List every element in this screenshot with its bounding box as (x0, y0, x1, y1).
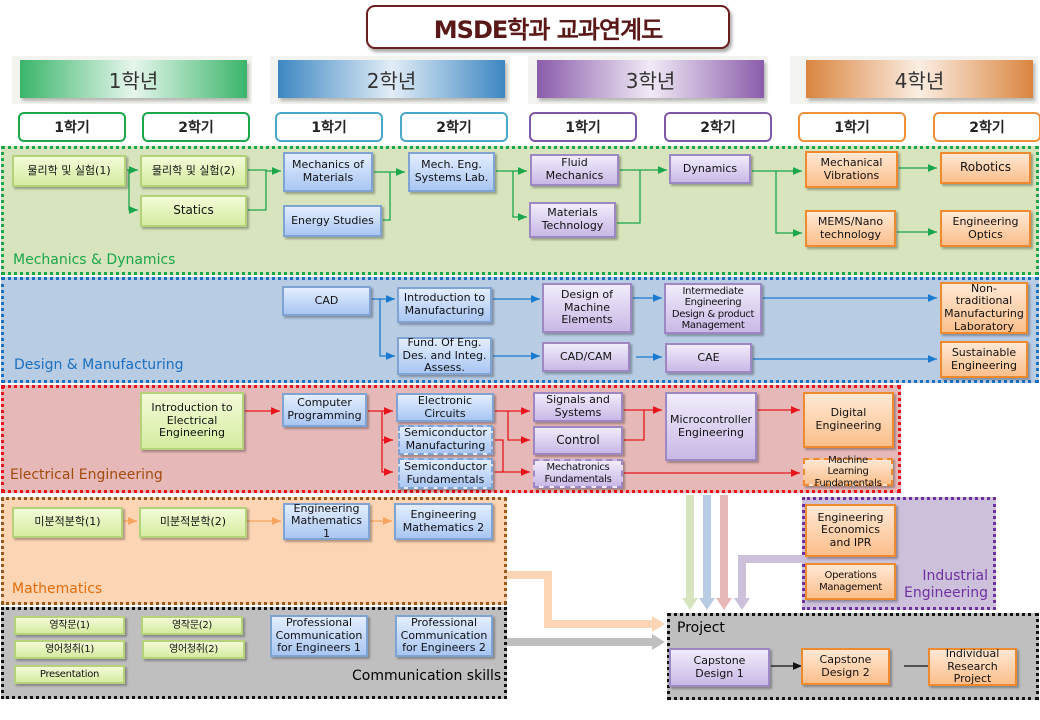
course-mechatronics-fundamentals[interactable]: Mechatronics Fundamentals (533, 459, 623, 488)
course-semiconductor-fundamentals[interactable]: Semiconductor Fundamentals (398, 458, 493, 489)
course-statics[interactable]: Statics (140, 195, 247, 227)
section-label-mathematics: Mathematics (12, 581, 103, 597)
course-eng-economics[interactable]: Engineering Economics and IPR (805, 504, 896, 557)
course-eng-math-1[interactable]: Engineering Mathematics 1 (283, 502, 370, 540)
course-eng-math-2[interactable]: Engineering Mathematics 2 (394, 503, 493, 540)
semester-y1-s1: 1학기 (18, 112, 126, 142)
semester-y1-s2: 2학기 (142, 112, 250, 142)
course-physics-2[interactable]: 물리학 및 실험(2) (140, 155, 247, 187)
course-intro-manufacturing[interactable]: Introduction to Manufacturing (397, 287, 492, 323)
course-nontraditional-manufacturing[interactable]: Non-traditional Manufacturing Laboratory (940, 282, 1028, 334)
course-capstone-2[interactable]: Capstone Design 2 (801, 648, 890, 685)
course-cae[interactable]: CAE (665, 343, 752, 373)
course-cad[interactable]: CAD (282, 286, 371, 316)
course-cad-cam[interactable]: CAD/CAM (542, 342, 630, 372)
course-electronic-circuits[interactable]: Electronic Circuits (396, 393, 494, 422)
course-presentation[interactable]: Presentation (14, 665, 125, 684)
course-semiconductor-manufacturing[interactable]: Semiconductor Manufacturing (398, 425, 493, 455)
course-engineering-optics[interactable]: Engineering Optics (940, 210, 1031, 247)
course-writing-2[interactable]: 영작문(2) (141, 616, 243, 635)
course-intro-electrical[interactable]: Introduction to Electrical Engineering (140, 392, 244, 450)
section-design (1, 277, 1039, 383)
course-materials-technology[interactable]: Materials Technology (529, 202, 616, 238)
course-digital-engineering[interactable]: Digital Engineering (803, 392, 894, 448)
course-mechanical-vibrations[interactable]: Mechanical Vibrations (805, 151, 898, 188)
course-listening-2[interactable]: 영어청취(2) (142, 640, 245, 659)
year-header-3: 3학년 (537, 60, 764, 98)
semester-y3-s1: 1학기 (529, 112, 637, 142)
page-title: MSDE학과 교과연계도 (366, 5, 730, 49)
course-fluid-mechanics[interactable]: Fluid Mechanics (530, 154, 619, 186)
course-mechanics-of-materials[interactable]: Mechanics of Materials (283, 152, 373, 192)
semester-y2-s2: 2학기 (400, 112, 508, 142)
course-signals-systems[interactable]: Signals and Systems (533, 392, 623, 422)
year-header-2: 2학년 (278, 60, 505, 98)
course-robotics[interactable]: Robotics (940, 152, 1031, 184)
course-prof-comm-1[interactable]: Professional Communication for Engineers… (270, 615, 368, 657)
course-prof-comm-2[interactable]: Professional Communication for Engineers… (395, 615, 493, 657)
course-design-machine-elements[interactable]: Design of Machine Elements (542, 283, 632, 333)
course-control[interactable]: Control (533, 426, 623, 455)
course-intermediate-eng-design[interactable]: Intermediate Engineering Design & produc… (664, 283, 762, 334)
course-writing-1[interactable]: 영작문(1) (14, 616, 125, 635)
year-header-4: 4학년 (806, 60, 1033, 98)
section-label-mechanics: Mechanics & Dynamics (13, 252, 176, 268)
course-capstone-1[interactable]: Capstone Design 1 (669, 648, 770, 687)
course-operations-management[interactable]: Operations Management (805, 563, 896, 600)
course-calculus-2[interactable]: 미분적분학(2) (139, 507, 247, 538)
course-dynamics[interactable]: Dynamics (669, 154, 751, 184)
course-mems-nano[interactable]: MEMS/Nano technology (805, 210, 896, 247)
course-individual-research[interactable]: Individual Research Project (928, 647, 1017, 686)
section-label-industrial: Industrial Engineering (904, 568, 988, 601)
course-sustainable-engineering[interactable]: Sustainable Engineering (940, 341, 1028, 378)
section-label-electrical: Electrical Engineering (10, 467, 163, 483)
course-microcontroller[interactable]: Microcontroller Engineering (665, 392, 757, 461)
section-label-communication: Communication skills (352, 668, 502, 684)
semester-y3-s2: 2학기 (664, 112, 772, 142)
section-label-project: Project (677, 620, 725, 636)
course-listening-1[interactable]: 영어청취(1) (14, 640, 125, 659)
section-label-design: Design & Manufacturing (14, 357, 184, 373)
course-machine-learning[interactable]: Machine Learning Fundamentals (803, 455, 893, 489)
course-mech-eng-systems-lab[interactable]: Mech. Eng. Systems Lab. (408, 152, 495, 192)
course-calculus-1[interactable]: 미분적분학(1) (12, 507, 123, 538)
course-computer-programming[interactable]: Computer Programming (282, 393, 367, 427)
course-fund-eng-design[interactable]: Fund. Of Eng. Des. and Integ. Assess. (397, 336, 492, 375)
course-physics-1[interactable]: 물리학 및 실험(1) (12, 155, 126, 187)
year-header-1: 1학년 (20, 60, 247, 98)
course-energy-studies[interactable]: Energy Studies (283, 205, 382, 237)
semester-y4-s2: 2학기 (933, 112, 1040, 142)
semester-y2-s1: 1학기 (275, 112, 383, 142)
semester-y4-s1: 1학기 (798, 112, 906, 142)
